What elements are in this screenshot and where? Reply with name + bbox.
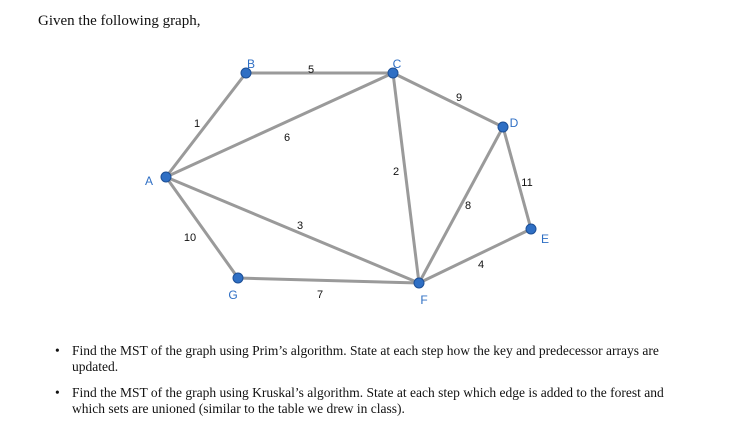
node-label-g: G bbox=[228, 288, 237, 302]
node-label-e: E bbox=[541, 232, 549, 246]
node-label-b: B bbox=[247, 57, 255, 71]
edge-c-d bbox=[391, 71, 505, 129]
task-text-prim: Find the MST of the graph using Prim’s a… bbox=[72, 343, 659, 374]
node-label-d: D bbox=[510, 116, 519, 130]
node-label-f: F bbox=[420, 293, 427, 307]
edge-a-g bbox=[164, 175, 240, 280]
node-b bbox=[240, 67, 252, 79]
edge-weight-a-f: 3 bbox=[297, 220, 303, 232]
edge-weight-d-f: 8 bbox=[465, 200, 471, 212]
edge-g-f bbox=[236, 276, 421, 285]
node-labels: A B C D E F G bbox=[145, 57, 549, 307]
edge-d-e bbox=[501, 125, 533, 231]
node-label-a: A bbox=[145, 174, 153, 188]
node-label-c: C bbox=[393, 57, 402, 71]
edge-a-b bbox=[164, 71, 248, 179]
graph-edges bbox=[164, 71, 533, 285]
node-f bbox=[413, 277, 425, 289]
edge-weight-c-d: 9 bbox=[456, 92, 462, 104]
edge-weight-b-c: 5 bbox=[308, 64, 314, 76]
task-item-prim: • Find the MST of the graph using Prim’s… bbox=[55, 343, 695, 375]
node-a bbox=[160, 171, 172, 183]
edge-weight-a-b: 1 bbox=[194, 118, 200, 130]
node-e bbox=[525, 223, 537, 235]
node-d bbox=[497, 121, 509, 133]
edge-weights: 1 5 6 9 2 3 10 7 8 11 4 bbox=[184, 64, 533, 301]
edge-weight-a-g: 10 bbox=[184, 232, 196, 244]
graph-nodes bbox=[160, 67, 537, 289]
bullet: • bbox=[55, 343, 60, 358]
edge-f-e bbox=[417, 227, 533, 285]
node-g bbox=[232, 272, 244, 284]
edge-weight-c-f: 2 bbox=[393, 166, 399, 178]
edge-weight-a-c: 6 bbox=[284, 132, 290, 144]
edge-a-c bbox=[164, 71, 395, 179]
intro-text: Given the following graph, bbox=[38, 13, 201, 29]
edge-weight-f-e: 4 bbox=[478, 259, 484, 271]
edge-weight-d-e: 11 bbox=[521, 177, 532, 189]
edge-c-f bbox=[391, 71, 421, 285]
task-text-kruskal: Find the MST of the graph using Kruskal’… bbox=[72, 385, 664, 416]
edge-d-f bbox=[417, 125, 505, 285]
task-item-kruskal: • Find the MST of the graph using Kruska… bbox=[55, 385, 695, 417]
edge-a-f bbox=[164, 175, 421, 285]
edge-weight-g-f: 7 bbox=[317, 289, 323, 301]
weighted-graph: 1 5 6 9 2 3 10 7 8 11 4 A B C D E F G bbox=[145, 57, 549, 307]
bullet: • bbox=[55, 385, 60, 400]
node-c bbox=[387, 67, 399, 79]
task-list: • Find the MST of the graph using Prim’s… bbox=[55, 343, 695, 427]
